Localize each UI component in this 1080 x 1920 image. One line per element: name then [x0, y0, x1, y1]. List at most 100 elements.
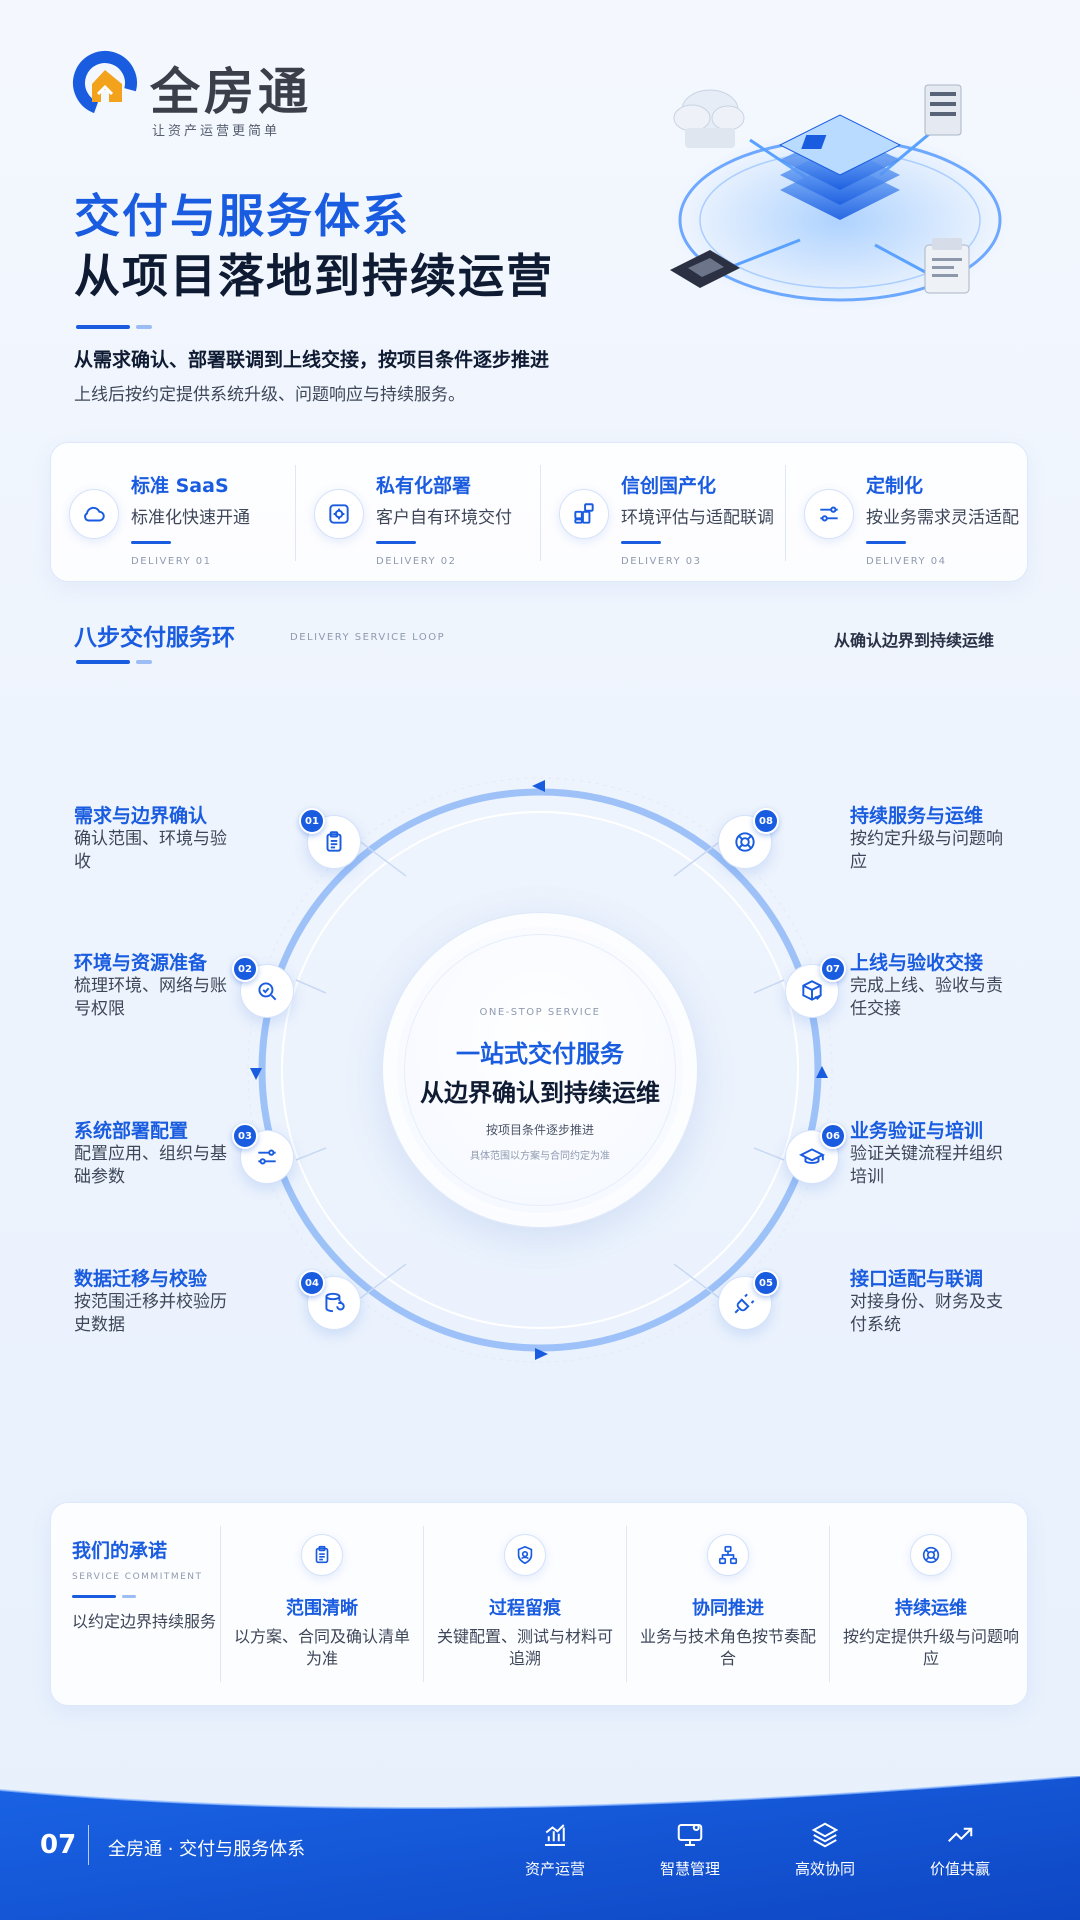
footer-title: 全房通 · 交付与服务体系: [108, 1839, 306, 1860]
promise-item: 协同推进 业务与技术角色按节奏配合: [627, 1502, 829, 1706]
hub-note: 按项目条件逐步推进: [485, 1123, 594, 1137]
delivery-mode-code: DELIVERY 02: [376, 556, 457, 567]
divider: [423, 1526, 424, 1682]
page-number: 07: [40, 1830, 77, 1860]
server-gear-icon: [314, 489, 364, 539]
step-badge-06: 06: [820, 1123, 846, 1149]
step-title-05: 接口适配与联调: [850, 1268, 984, 1290]
graduation-cap-icon: [799, 1148, 825, 1164]
shield-icon: [504, 1534, 546, 1576]
step-badge-01: 01: [299, 808, 325, 834]
brand-slogan: 让资产运营更简单: [152, 124, 281, 139]
promise-item: 过程留痕 关键配置、测试与材料可追溯: [424, 1502, 626, 1706]
divider: [540, 465, 541, 561]
promise-item: 范围清晰 以方案、合同及确认清单为准: [221, 1502, 423, 1706]
footer-nav-label: 资产运营: [524, 1860, 585, 1878]
ring-arrow: [816, 1066, 828, 1078]
lead-subtext: 上线后按约定提供系统升级、问题响应与持续服务。: [74, 385, 465, 405]
section-underline-accent: [136, 660, 152, 664]
divider: [295, 465, 296, 561]
step-title-07: 上线与验收交接: [850, 952, 984, 974]
hub-subtitle-en: ONE-STOP SERVICE: [479, 1007, 601, 1018]
delivery-mode-title: 私有化部署: [376, 475, 472, 497]
promise-title: 过程留痕: [489, 1598, 561, 1619]
step-desc-01: 确认范围、环境与验收: [74, 829, 227, 872]
clipboard-icon: [326, 831, 342, 852]
delivery-mode-bar: [621, 541, 661, 544]
plug-icon: [734, 1293, 755, 1314]
divider: [829, 1526, 830, 1682]
search-check-icon: [258, 982, 277, 1001]
promise-desc: 关键配置、测试与材料可追溯: [436, 1627, 613, 1668]
hub-disclaimer: 具体范围以方案与合同约定为准: [470, 1151, 610, 1162]
ring-arrow: [250, 1068, 262, 1080]
footer-nav-asset-ops: 资产运营: [500, 1820, 610, 1879]
divider: [785, 465, 786, 561]
footer-nav-label: 高效协同: [794, 1860, 855, 1878]
step-badge-04: 04: [299, 1270, 325, 1296]
loop-section-note: 从确认边界到持续运维: [834, 631, 995, 650]
loop-section-title: 八步交付服务环: [74, 625, 235, 651]
delivery-mode-desc: 按业务需求灵活适配: [866, 508, 1019, 528]
commitment-subtext: 以约定边界持续服务: [72, 1612, 217, 1631]
delivery-mode-desc: 客户自有环境交付: [376, 508, 512, 528]
commitment-card: [50, 1502, 1028, 1706]
layers-icon: [811, 1822, 839, 1848]
promise-title: 持续运维: [895, 1598, 967, 1619]
step-desc-03: 配置应用、组织与基础参数: [74, 1144, 227, 1187]
step-title-03: 系统部署配置: [74, 1120, 189, 1142]
delivery-mode-saas: 标准 SaaS 标准化快速开通 DELIVERY 01: [51, 443, 295, 583]
footer-nav-value: 价值共赢: [905, 1820, 1015, 1879]
promise-title: 协同推进: [692, 1598, 764, 1619]
delivery-mode-desc: 环境评估与适配联调: [621, 508, 774, 528]
step-title-06: 业务验证与培训: [850, 1120, 984, 1142]
ring-arrow: [532, 780, 545, 792]
commitment-underline: [72, 1595, 116, 1598]
step-title-02: 环境与资源准备: [74, 952, 208, 974]
database-sync-icon: [325, 1292, 345, 1313]
brand-name: 全房通: [150, 63, 312, 121]
brand-logo-icon: [73, 51, 137, 115]
page-title-line2: 从项目落地到持续运营: [74, 249, 554, 303]
commitment-title: 我们的承诺: [72, 1540, 168, 1562]
page-title-line1: 交付与服务体系: [74, 189, 410, 243]
step-desc-08: 按约定升级与问题响应: [850, 829, 1003, 872]
trend-up-icon: [948, 1827, 973, 1842]
delivery-mode-code: DELIVERY 04: [866, 556, 947, 567]
delivery-mode-title: 信创国产化: [621, 475, 717, 497]
delivery-mode-code: DELIVERY 01: [131, 556, 212, 567]
ring-arrow: [535, 1348, 548, 1360]
promise-desc: 按约定提供升级与问题响应: [842, 1627, 1019, 1668]
promise-desc: 业务与技术角色按节奏配合: [639, 1627, 816, 1668]
hub-title-secondary: 从边界确认到持续运维: [420, 1079, 660, 1107]
title-underline-accent: [136, 325, 152, 329]
center-hub-ring: [404, 934, 676, 1206]
step-desc-05: 对接身份、财务及支付系统: [850, 1292, 1003, 1335]
step-node-06: [785, 1130, 839, 1184]
promise-item: 持续运维 按约定提供升级与问题响应: [830, 1502, 1032, 1706]
step-node-08: [718, 815, 772, 869]
step-desc-04: 按范围迁移并校验历史数据: [74, 1292, 227, 1335]
step-desc-06: 验证关键流程并组织培训: [850, 1144, 1003, 1187]
footer-nav-label: 智慧管理: [659, 1860, 720, 1878]
cloud-icon: [69, 489, 119, 539]
delivery-mode-bar: [376, 541, 416, 544]
promise-desc: 以方案、合同及确认清单为准: [233, 1627, 410, 1668]
grid-plus-icon: [559, 489, 609, 539]
hero-server-illustration: [670, 84, 1010, 310]
delivery-mode-private: 私有化部署 客户自有环境交付 DELIVERY 02: [296, 443, 540, 583]
step-badge-07: 07: [820, 956, 846, 982]
sliders-icon: [804, 489, 854, 539]
delivery-mode-bar: [131, 541, 171, 544]
step-desc-02: 梳理环境、网络与账号权限: [74, 976, 227, 1019]
step-badge-05: 05: [753, 1270, 779, 1296]
title-underline: [76, 325, 130, 329]
lifebuoy-icon: [735, 832, 755, 852]
commitment-subtitle-en: SERVICE COMMITMENT: [72, 1572, 203, 1582]
lead-text: 从需求确认、部署联调到上线交接，按项目条件逐步推进: [74, 349, 550, 371]
step-title-01: 需求与边界确认: [74, 805, 208, 827]
commitment-underline-accent: [122, 1595, 136, 1598]
step-badge-03: 03: [232, 1123, 258, 1149]
package-check-icon: [802, 980, 822, 1001]
